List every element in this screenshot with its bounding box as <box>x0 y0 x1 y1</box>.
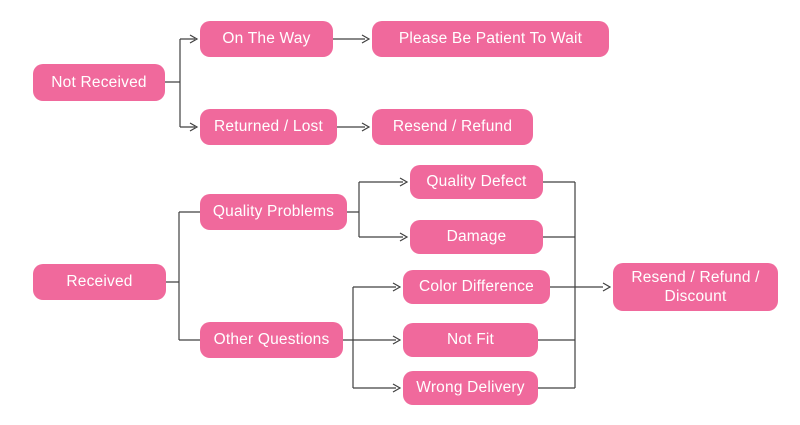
node-quality-problems: Quality Problems <box>200 194 347 230</box>
node-please-be-patient-to-wait: Please Be Patient To Wait <box>372 21 609 57</box>
arrowhead-to-resend-refund <box>361 122 371 132</box>
node-received: Received <box>33 264 166 300</box>
arrowhead-to-wrong-delivery <box>392 383 402 393</box>
connector-received-branch <box>166 211 200 341</box>
arrowhead-to-color-difference <box>392 282 402 292</box>
node-wrong-delivery: Wrong Delivery <box>403 371 538 405</box>
connector-other-questions-branch <box>343 286 396 389</box>
arrowhead-to-resend-refund-discount <box>602 282 612 292</box>
connector-collector <box>538 181 603 389</box>
connector-quality-problems-branch <box>347 181 403 238</box>
arrowhead-to-damage <box>399 232 409 242</box>
arrowhead-to-please-be-patient <box>361 34 371 44</box>
node-resend-refund-discount: Resend / Refund / Discount <box>613 263 778 311</box>
node-other-questions: Other Questions <box>200 322 343 358</box>
arrowhead-to-not-fit <box>392 335 402 345</box>
connector-not-received-branch <box>165 38 195 128</box>
node-color-difference: Color Difference <box>403 270 550 304</box>
node-not-received: Not Received <box>33 64 165 101</box>
node-damage: Damage <box>410 220 543 254</box>
arrowhead-to-quality-defect <box>399 177 409 187</box>
node-returned-lost: Returned / Lost <box>200 109 337 145</box>
arrowhead-to-on-the-way <box>189 34 199 44</box>
node-not-fit: Not Fit <box>403 323 538 357</box>
arrowhead-to-returned-lost <box>189 122 199 132</box>
node-resend-refund: Resend / Refund <box>372 109 533 145</box>
node-quality-defect: Quality Defect <box>410 165 543 199</box>
node-on-the-way: On The Way <box>200 21 333 57</box>
